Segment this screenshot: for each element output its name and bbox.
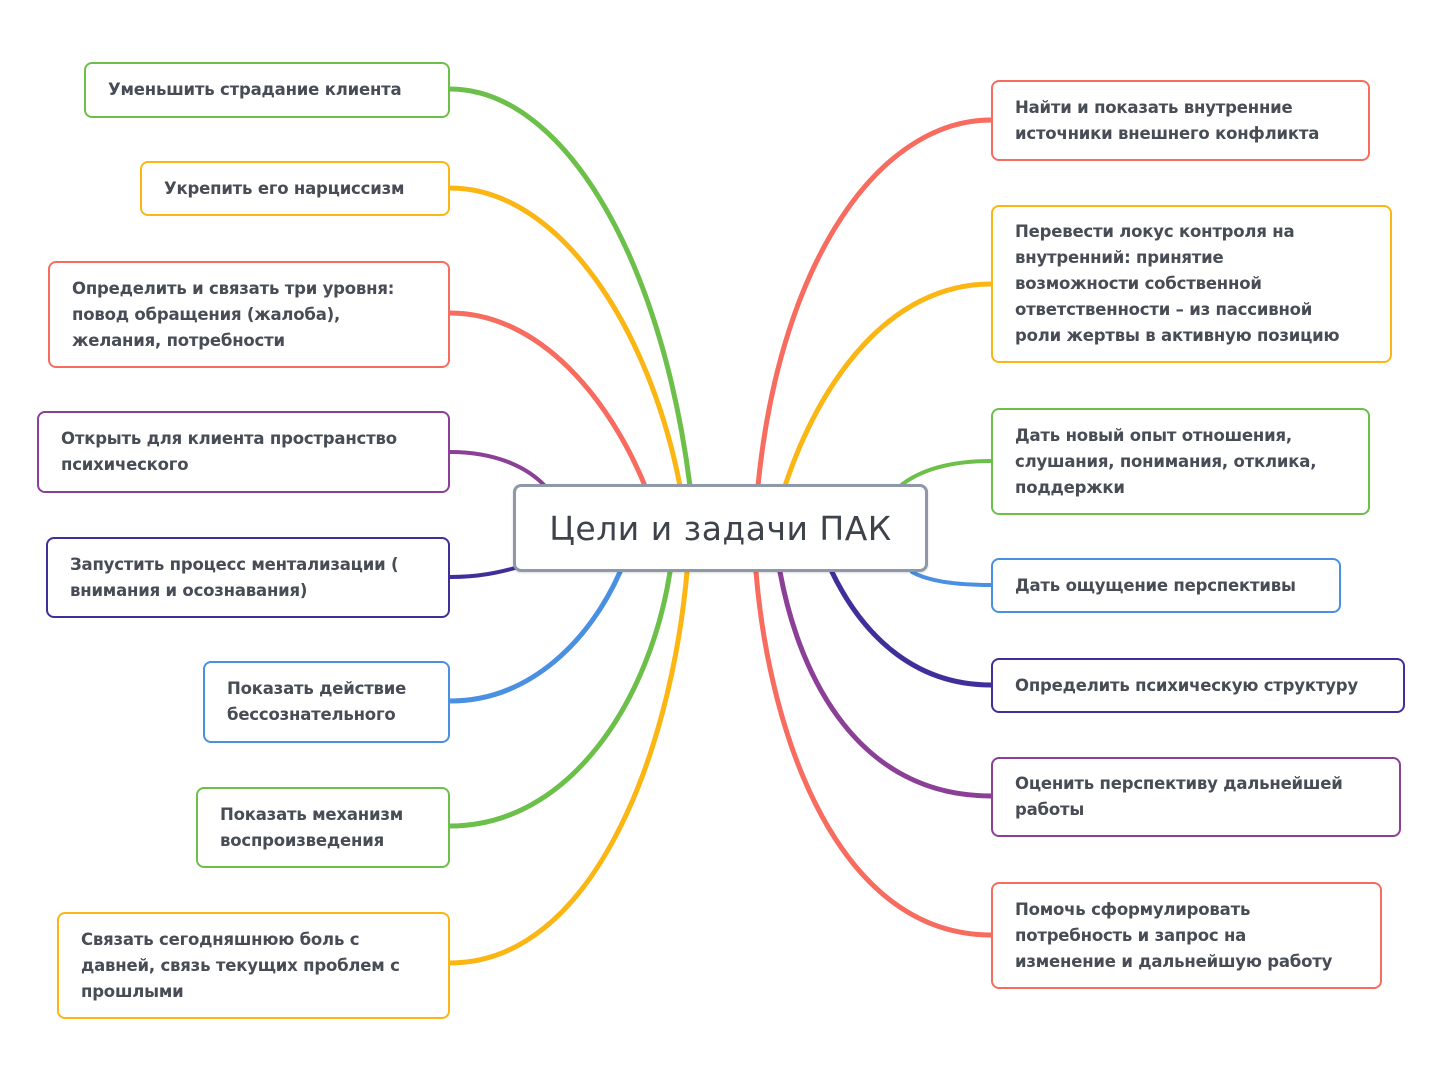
edge-right-4 bbox=[829, 569, 994, 688]
topic-label: Дать ощущение перспективы bbox=[1015, 575, 1296, 595]
topic-left-0[interactable]: Уменьшить страдание клиента bbox=[84, 62, 450, 118]
edge-right-3 bbox=[910, 570, 993, 587]
topic-label: Определить психическую структуру bbox=[1015, 675, 1358, 695]
edge-left-4 bbox=[448, 566, 517, 579]
topic-label: Показать механизм воспроизведения bbox=[220, 804, 404, 850]
topic-right-0[interactable]: Найти и показать внутренние источники вн… bbox=[991, 80, 1370, 161]
topic-label: Помочь сформулировать потребность и запр… bbox=[1015, 899, 1333, 971]
edge-left-0 bbox=[447, 86, 693, 489]
edge-right-6 bbox=[753, 569, 994, 938]
topic-left-4[interactable]: Запустить процесс ментализации ( внимани… bbox=[46, 537, 450, 618]
edge-right-5 bbox=[777, 569, 994, 799]
topic-label: Запустить процесс ментализации ( внимани… bbox=[70, 554, 399, 600]
topic-label: Оценить перспективу дальнейшей работы bbox=[1015, 774, 1343, 819]
edge-left-3 bbox=[448, 450, 547, 488]
topic-left-3[interactable]: Открыть для клиента пространство психиче… bbox=[37, 411, 450, 493]
edge-left-1 bbox=[447, 185, 683, 489]
edge-right-2 bbox=[898, 459, 993, 488]
topic-label: Найти и показать внутренние источники вн… bbox=[1015, 97, 1320, 143]
topic-left-5[interactable]: Показать действие бессознательного bbox=[203, 661, 450, 743]
edge-left-2 bbox=[447, 310, 648, 489]
topic-right-6[interactable]: Помочь сформулировать потребность и запр… bbox=[991, 882, 1382, 989]
topic-left-6[interactable]: Показать механизм воспроизведения bbox=[196, 787, 450, 868]
central-topic-label: Цели и задачи ПАК bbox=[549, 508, 892, 548]
edge-left-7 bbox=[447, 569, 690, 966]
topic-label: Дать новый опыт отношения, слушания, пон… bbox=[1015, 425, 1317, 497]
edge-right-1 bbox=[782, 281, 994, 489]
topic-label: Перевести локус контроля на внутренний: … bbox=[1015, 222, 1340, 345]
topic-label: Уменьшить страдание клиента bbox=[108, 80, 402, 99]
topic-right-4[interactable]: Определить психическую структуру bbox=[991, 658, 1405, 713]
topic-left-2[interactable]: Определить и связать три уровня: повод о… bbox=[48, 261, 450, 368]
topic-label: Определить и связать три уровня: повод о… bbox=[72, 278, 395, 350]
topic-right-3[interactable]: Дать ощущение перспективы bbox=[991, 558, 1341, 613]
topic-label: Укрепить его нарциссизм bbox=[164, 178, 405, 198]
edge-left-5 bbox=[447, 569, 623, 704]
central-topic[interactable]: Цели и задачи ПАК bbox=[513, 484, 928, 572]
topic-label: Показать действие бессознательного bbox=[227, 679, 407, 724]
topic-label: Связать сегодняшнюю боль с давней, связь… bbox=[81, 929, 400, 1001]
topic-left-7[interactable]: Связать сегодняшнюю боль с давней, связь… bbox=[57, 912, 450, 1019]
edge-right-0 bbox=[755, 117, 994, 489]
topic-left-1[interactable]: Укрепить его нарциссизм bbox=[140, 161, 450, 216]
topic-right-2[interactable]: Дать новый опыт отношения, слушания, пон… bbox=[991, 408, 1370, 515]
topic-right-5[interactable]: Оценить перспективу дальнейшей работы bbox=[991, 757, 1401, 837]
topic-right-1[interactable]: Перевести локус контроля на внутренний: … bbox=[991, 205, 1392, 363]
edge-left-6 bbox=[447, 569, 673, 829]
topic-label: Открыть для клиента пространство психиче… bbox=[61, 429, 397, 474]
